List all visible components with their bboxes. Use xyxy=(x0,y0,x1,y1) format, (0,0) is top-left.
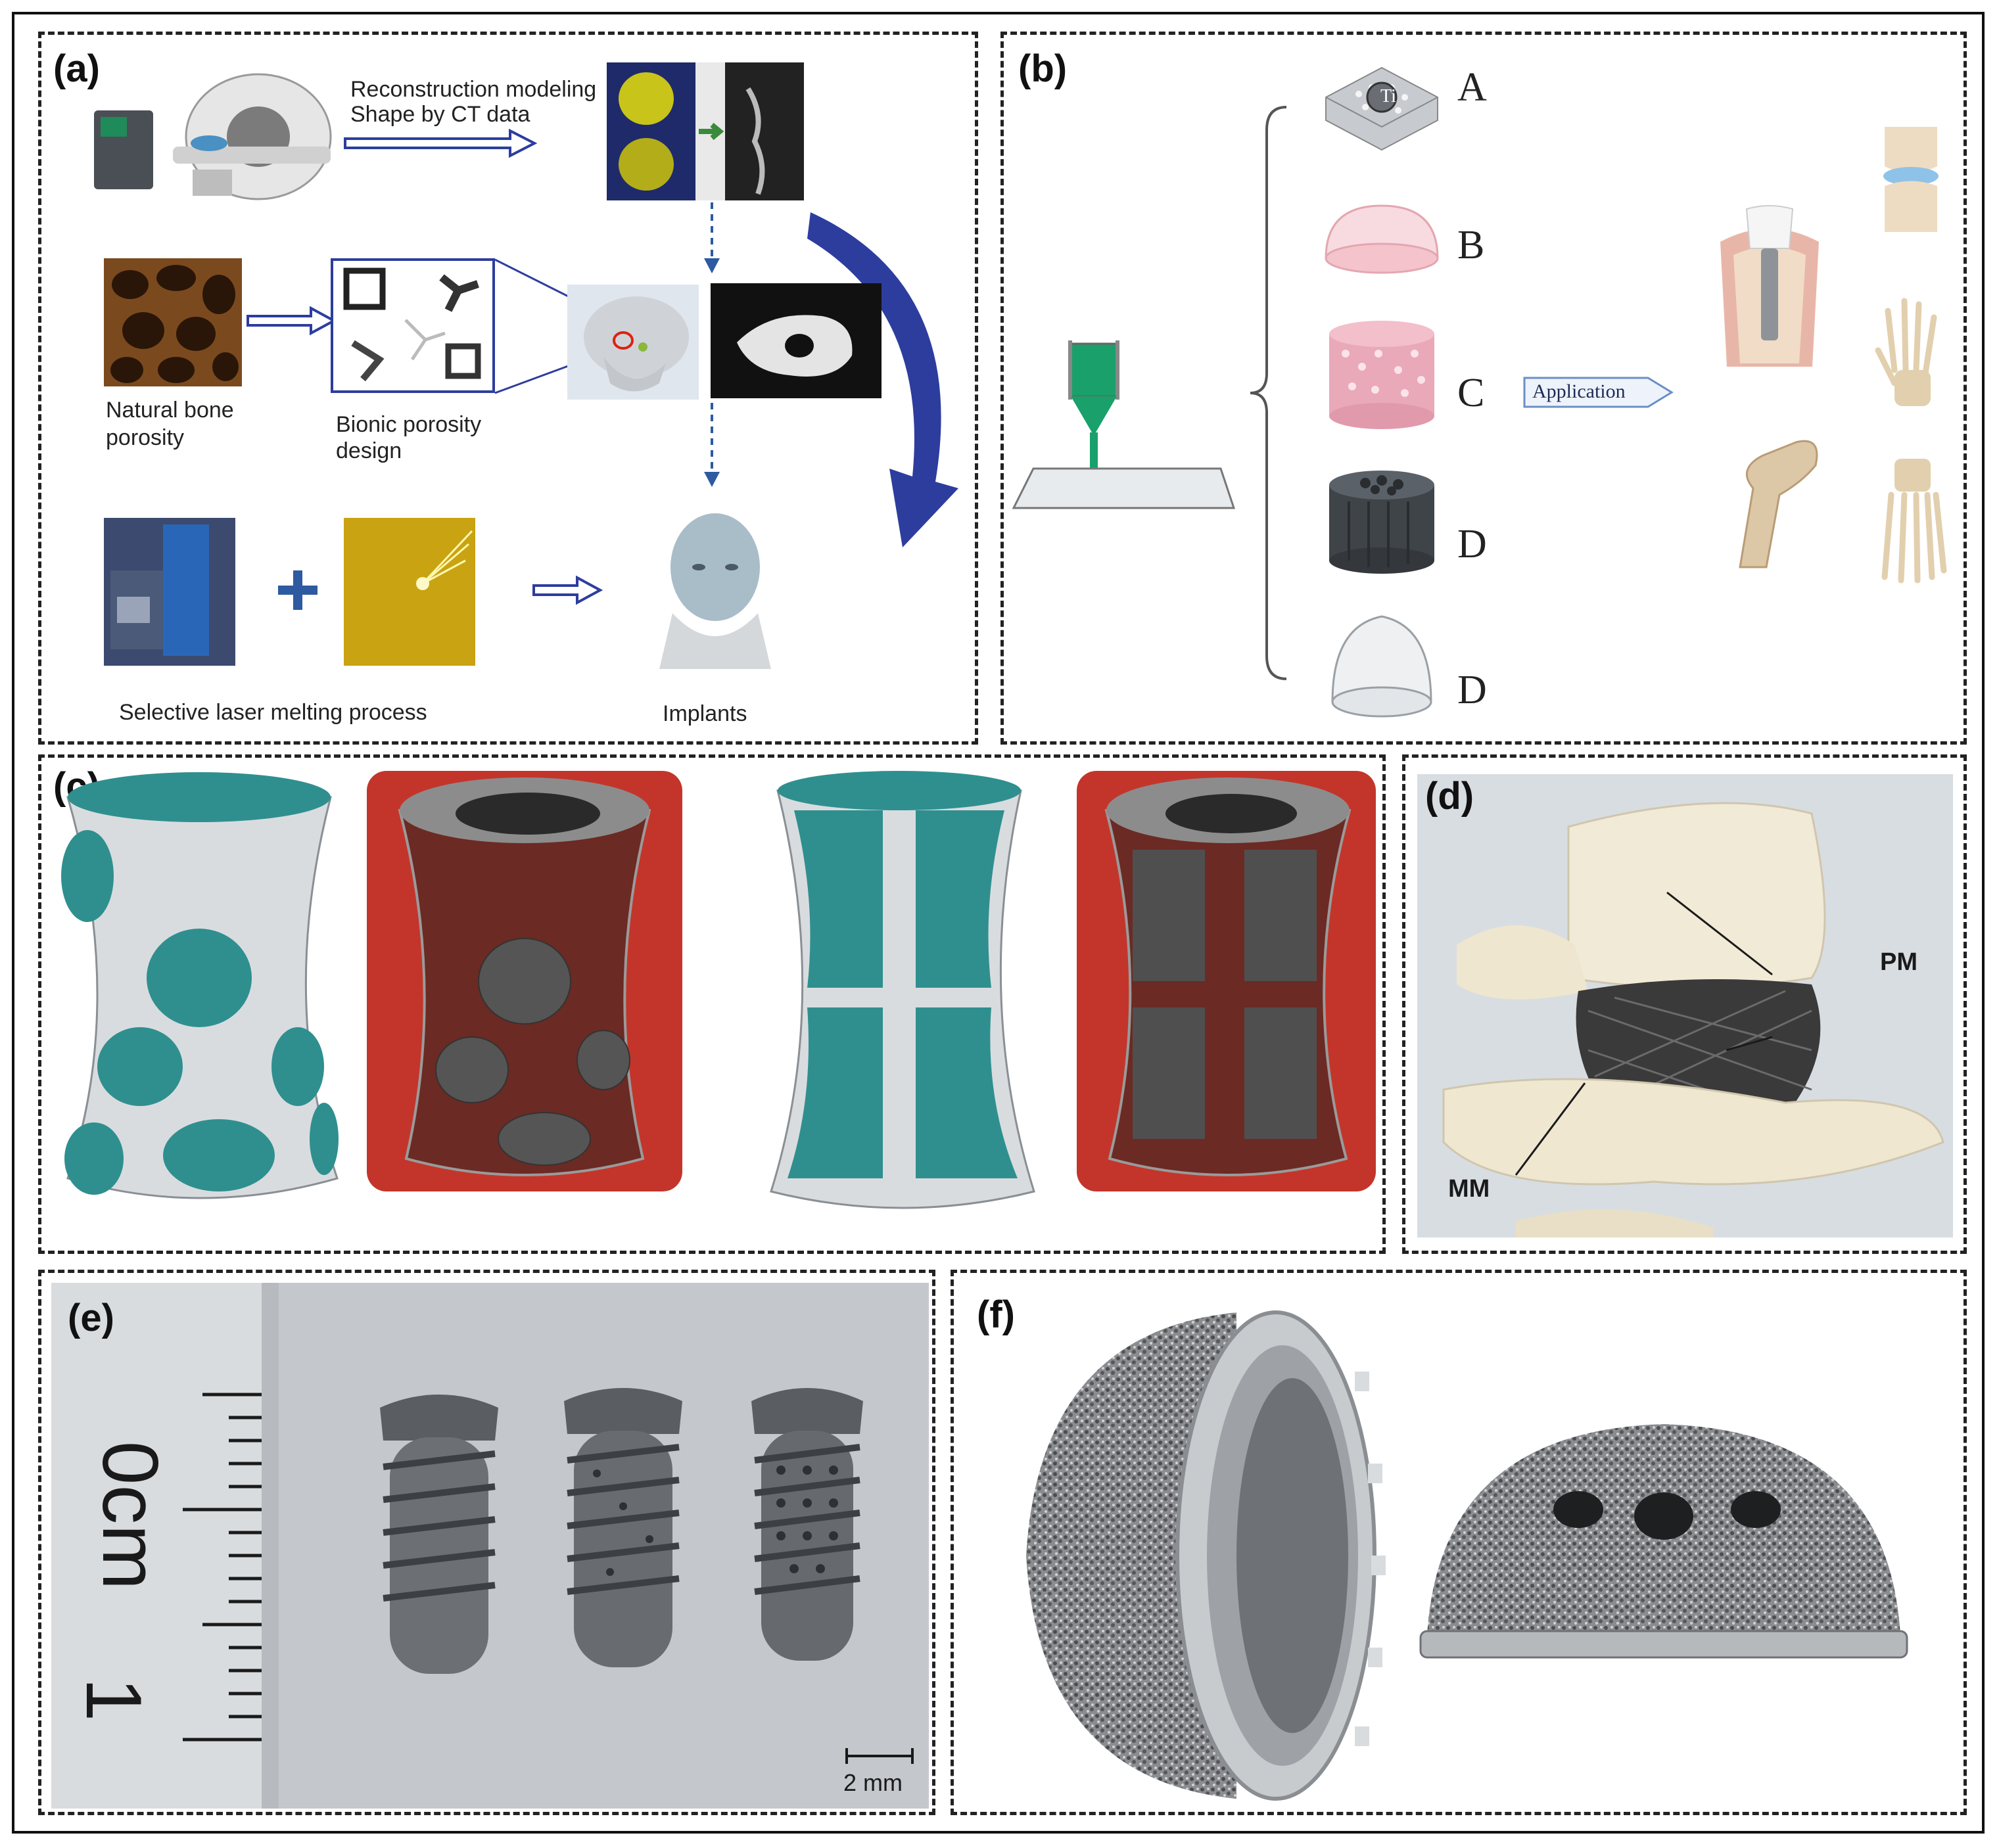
panel-d: (d) PM MM xyxy=(1402,754,1967,1254)
porous-cylinder-pink-icon xyxy=(1329,321,1434,429)
cage-model-rectangular-windows xyxy=(770,771,1035,1209)
item-d-label: D xyxy=(1457,522,1487,566)
plus-icon xyxy=(278,570,317,610)
right-arrow-icon xyxy=(247,306,337,336)
ruler-label-1: 1 xyxy=(70,1677,158,1722)
spine-implant-photo xyxy=(1417,774,1953,1237)
panel-f-label: (f) xyxy=(977,1293,1015,1336)
cage-photo-rectangular-windows xyxy=(1077,771,1376,1191)
application-arrow: Application xyxy=(1523,375,1674,409)
item-d2-label: D xyxy=(1457,668,1487,712)
ct-caption-line1: Reconstruction modeling xyxy=(350,77,597,102)
bone-caption-line2: porosity xyxy=(106,425,185,450)
panel-b-label: (b) xyxy=(1018,47,1068,90)
bionic-caption-line1: Bionic porosity xyxy=(336,412,482,437)
hand-bones-icon xyxy=(1875,298,1937,406)
ti-label: Ti xyxy=(1380,86,1396,106)
transparent-cup-icon xyxy=(1331,615,1432,718)
curved-arrow-icon xyxy=(807,212,958,547)
skull-model-image xyxy=(567,285,699,400)
ct-scanner-image xyxy=(94,71,344,202)
ruler-label-0cm: 0cm xyxy=(86,1441,174,1590)
pm-label: PM xyxy=(1880,948,1917,976)
panel-a-label: (a) xyxy=(53,47,100,90)
scale-bar-label: 2 mm xyxy=(843,1769,903,1796)
panel-e: (e) 0cm 1 2 mm xyxy=(38,1270,935,1815)
laser-melting-image xyxy=(344,518,475,666)
application-label: Application xyxy=(1532,381,1626,402)
screw-comparison-photo xyxy=(51,1283,929,1809)
panel-a: (a) Reconstruction modeling Shape by CT … xyxy=(38,32,978,745)
ti-scaffold-icon xyxy=(1325,66,1438,151)
acetabular-cup-dome-view xyxy=(1419,1424,1908,1659)
knee-joint-icon xyxy=(1883,127,1939,232)
right-arrow-icon xyxy=(344,128,538,158)
bone-caption-line1: Natural bone xyxy=(106,398,234,423)
femur-icon xyxy=(1739,440,1818,568)
hemisphere-shell-icon xyxy=(1325,204,1439,274)
acetabular-cup-side-view xyxy=(1026,1310,1386,1801)
mm-label: MM xyxy=(1448,1175,1490,1203)
panel-b: (b) Ti A B C xyxy=(1000,32,1967,745)
down-arrow-icon xyxy=(704,403,720,487)
right-arrow-icon xyxy=(532,575,603,605)
bionic-design-box xyxy=(331,258,495,393)
foot-bones-icon xyxy=(1881,459,1947,584)
printer-nozzle-icon xyxy=(1012,340,1236,509)
slm-machine-image xyxy=(104,518,235,666)
item-b-label: B xyxy=(1457,223,1485,267)
ct-reconstruction-image xyxy=(607,62,804,200)
panel-f: (f) xyxy=(951,1270,1967,1815)
figure-frame xyxy=(12,12,1985,1834)
dental-implant-icon xyxy=(1720,205,1819,367)
printed-model-image xyxy=(711,283,882,398)
panel-e-label: (e) xyxy=(68,1297,114,1339)
implant-caption: Implants xyxy=(663,701,747,726)
porous-cylinder-dark-icon xyxy=(1329,471,1434,574)
panel-d-label: (d) xyxy=(1425,775,1474,818)
natural-bone-image xyxy=(104,258,242,386)
ct-caption-line2: Shape by CT data xyxy=(350,102,530,127)
item-a-label: A xyxy=(1457,65,1487,110)
head-implant-image xyxy=(646,508,784,669)
brace-icon xyxy=(1250,106,1287,680)
item-c-label: C xyxy=(1457,371,1485,415)
down-arrow-icon xyxy=(704,202,720,273)
bionic-caption-line2: design xyxy=(336,438,402,463)
cage-photo-circular-windows xyxy=(367,771,682,1191)
slm-caption: Selective laser melting process xyxy=(119,700,427,725)
cage-model-circular-windows xyxy=(61,772,339,1199)
panel-c: (c) xyxy=(38,754,1386,1254)
